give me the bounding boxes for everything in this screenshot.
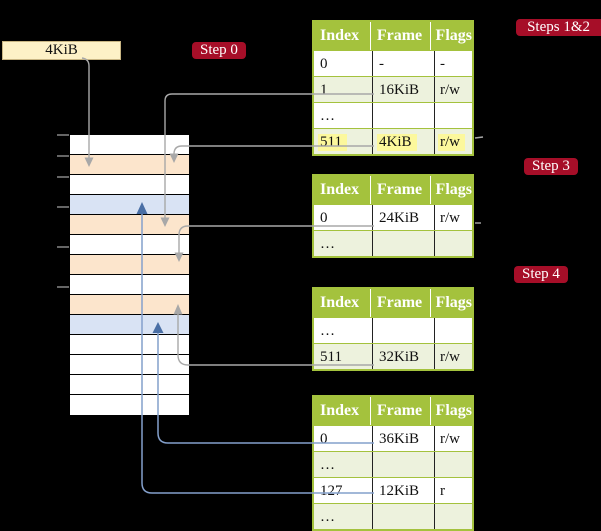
table-cell: 0 [320, 431, 328, 447]
table-cell: r/w [434, 77, 472, 102]
table-cell: r/w [434, 426, 472, 451]
memory-frame-row-12 [70, 375, 189, 395]
memory-frame-row-4 [70, 215, 189, 235]
memory-frame-row-13 [70, 395, 189, 415]
table-cell [372, 504, 434, 529]
table-cell: 4KiB [372, 129, 434, 154]
table-cell: 36KiB [372, 426, 434, 451]
table-cell [372, 452, 434, 477]
column-header-flags: Flags [429, 22, 472, 50]
table-cell [434, 504, 472, 529]
table-cell: 24KiB [372, 205, 434, 230]
table-cell: 0 [320, 210, 328, 226]
table-cell [434, 318, 472, 343]
table-cell: 32KiB [372, 344, 434, 369]
memory-frame-row-3 [70, 195, 189, 215]
memory-frame-row-2 [70, 175, 189, 195]
table-row: … [314, 503, 472, 529]
table-cell [372, 103, 434, 128]
arrow-stub-table1 [474, 136, 484, 139]
column-header-index: Index [320, 27, 360, 44]
physical-memory-column [70, 135, 189, 415]
table-row: … [314, 102, 472, 128]
table-cell: r [434, 478, 472, 503]
memory-frame-row-10 [70, 335, 189, 355]
table-cell: 1 [320, 82, 328, 98]
memory-frame-row-5 [70, 235, 189, 255]
table-row: … [314, 230, 472, 256]
table-cell: r/w [434, 129, 472, 154]
badge-steps-1-2: Steps 1&2 [516, 19, 601, 36]
table-cell [372, 318, 434, 343]
table-cell [434, 231, 472, 256]
table-cell [434, 452, 472, 477]
table-cell [434, 103, 472, 128]
column-header-index: Index [320, 294, 360, 311]
highlighted-value: 511 [318, 134, 347, 151]
column-header-index: Index [320, 181, 360, 198]
column-header-frame: Frame [369, 289, 430, 317]
memory-frame-row-11 [70, 355, 189, 375]
table-cell [372, 231, 434, 256]
badge-step-4: Step 4 [514, 266, 568, 283]
column-header-frame: Frame [369, 176, 430, 204]
table-cell: - [434, 51, 472, 76]
table-cell: … [320, 457, 335, 473]
table-row: 511 4KiB r/w [314, 128, 472, 154]
table-cell: r/w [434, 344, 472, 369]
memory-frame-row-8 [70, 295, 189, 315]
table-cell: r/w [434, 205, 472, 230]
column-header-flags: Flags [429, 289, 472, 317]
column-header-flags: Flags [429, 397, 472, 425]
highlighted-value: 4KiB [377, 134, 417, 151]
table-cell: … [320, 323, 335, 339]
table-cell: 12KiB [372, 478, 434, 503]
table-cell: 511 [314, 129, 372, 154]
table-cell: 0 [320, 56, 328, 72]
memory-frame-row-9 [70, 315, 189, 335]
highlighted-value: r/w [438, 134, 465, 151]
badge-step-3: Step 3 [524, 158, 578, 175]
table-cell: 16KiB [372, 77, 434, 102]
memory-frame-row-6 [70, 255, 189, 275]
table-row: … [314, 451, 472, 477]
memory-tick-marks [57, 134, 69, 288]
column-header-frame: Frame [369, 22, 430, 50]
column-header-flags: Flags [429, 176, 472, 204]
memory-frame-row-0 [70, 135, 189, 155]
table-cell: … [320, 509, 335, 525]
table-cell: … [320, 108, 335, 124]
memory-frame-row-7 [70, 275, 189, 295]
memory-frame-row-1 [70, 155, 189, 175]
table-cell: - [372, 51, 434, 76]
table-row: 0 -- [314, 50, 472, 76]
root-table-address-box: 4KiB [2, 41, 121, 60]
table-cell: … [320, 236, 335, 252]
table-cell: 127 [320, 483, 343, 499]
table-cell: 511 [320, 349, 342, 365]
column-header-index: Index [320, 402, 360, 419]
table-row: … [314, 317, 472, 343]
column-header-frame: Frame [369, 397, 430, 425]
badge-step-0: Step 0 [192, 42, 246, 59]
